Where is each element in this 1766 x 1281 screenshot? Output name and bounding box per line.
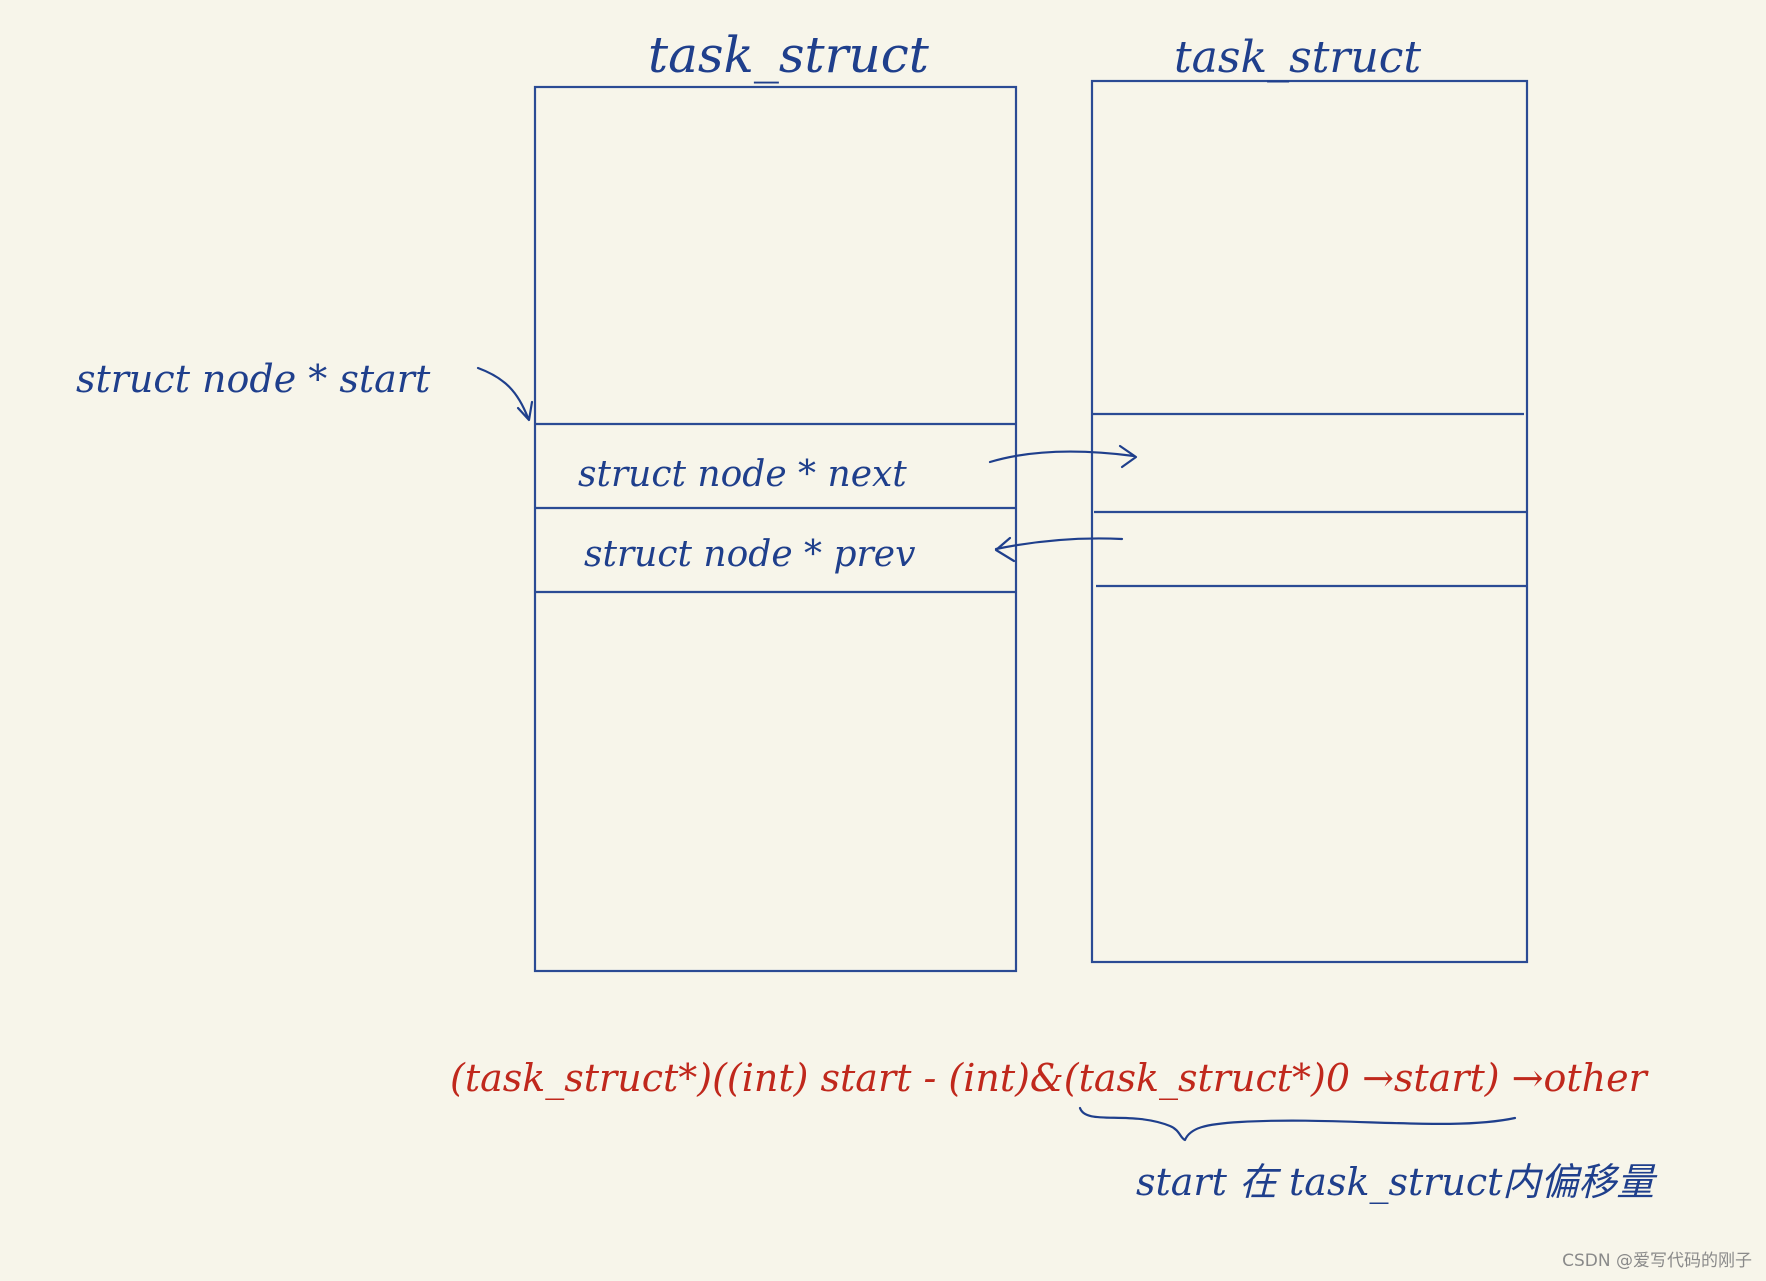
- offset-brace: [1078, 1106, 1517, 1142]
- container-of-formula: (task_struct*)((int) start - (int)&(task…: [450, 1056, 1650, 1101]
- offset-note: start 在 task_struct内偏移量: [1136, 1160, 1658, 1205]
- right-struct-box: [1090, 79, 1529, 964]
- left-task-struct: task_struct struct node * next struct no…: [533, 26, 1018, 973]
- prev-arrow: [994, 536, 1124, 563]
- left-struct-box: [533, 85, 1018, 973]
- right-task-struct: task_struct: [1090, 32, 1529, 964]
- field-prev-label: struct node * prev: [584, 534, 915, 575]
- start-pointer-label: struct node * start: [76, 357, 431, 401]
- left-struct-title: task_struct: [648, 26, 930, 84]
- next-arrow: [988, 444, 1138, 469]
- watermark: CSDN @爱写代码的刚子: [1562, 1251, 1752, 1271]
- right-struct-title: task_struct: [1174, 32, 1421, 83]
- field-next-label: struct node * next: [578, 454, 907, 495]
- start-pointer-arrow: [476, 366, 534, 422]
